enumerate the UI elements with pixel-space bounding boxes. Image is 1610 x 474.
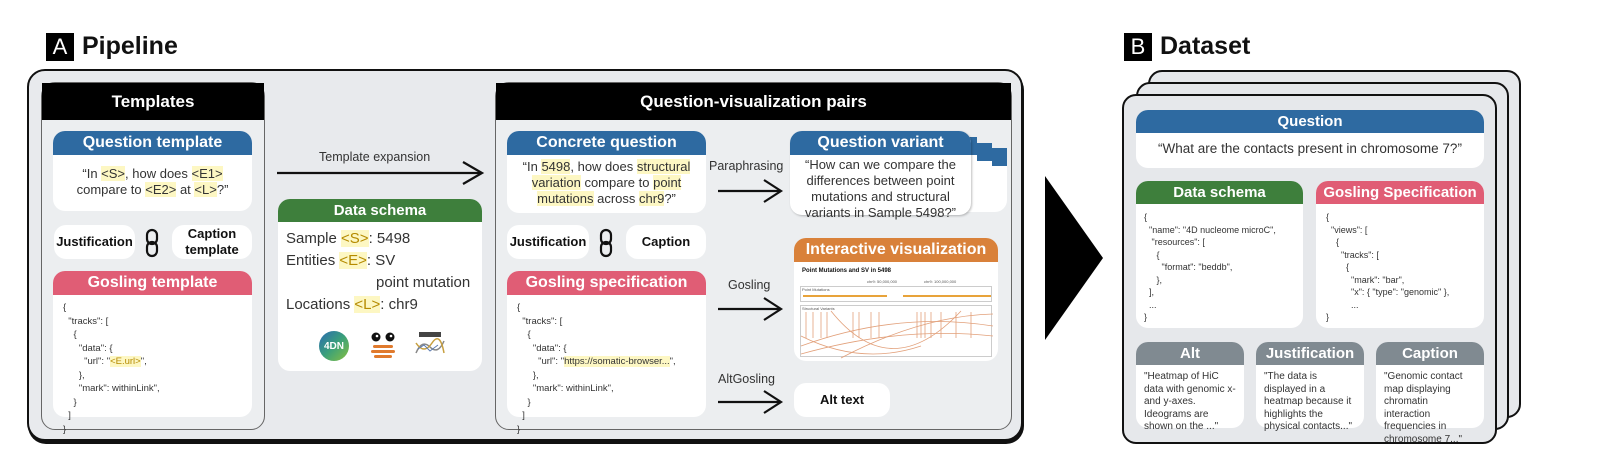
pipeline-title: Pipeline — [82, 32, 178, 60]
gosling-spec-header: Gosling specification — [507, 271, 706, 295]
pipeline-section-title: A Pipeline — [46, 32, 178, 61]
gosling-label: Gosling — [728, 278, 771, 292]
dataset-question-text: “What are the contacts present in chromo… — [1158, 141, 1462, 156]
dataset-gosling-spec-code: { "views": [ { "tracks": [ { "mark": "ba… — [1326, 212, 1450, 322]
interactive-vis-header: Interactive visualization — [794, 238, 998, 262]
gosling-spec-card: Gosling specification { "tracks": [ { "d… — [507, 271, 706, 435]
dataset-caption-text: "Genomic contact map displaying chromati… — [1384, 371, 1463, 445]
gosling-template-header: Gosling template — [53, 271, 252, 295]
dataset-caption-card: Caption "Genomic contact map displaying … — [1376, 342, 1484, 445]
dataset-justification-text: "The data is displayed in a heatmap beca… — [1264, 371, 1353, 432]
vis-tick-1: chr9: 50,000,000 — [867, 279, 898, 284]
paraphrasing-label: Paraphrasing — [709, 159, 784, 173]
link-icon — [598, 228, 614, 263]
schema-entities-row-2: point mutation — [376, 274, 471, 291]
template-expansion-label: Template expansion — [319, 150, 431, 164]
vis-tick-2: chr9: 100,000,000 — [924, 279, 957, 284]
question-variant-header: Question variant — [790, 131, 971, 155]
dataset-data-schema-code: { "name": "4D nucleome microC", "resourc… — [1144, 212, 1276, 322]
dataset-caption-header: Caption — [1376, 342, 1484, 365]
point-mutations-track: Point Mutations — [800, 286, 992, 302]
dataset-alt-text: "Heatmap of HiC data with genomic x-and … — [1144, 371, 1236, 432]
schema-locations-row: Locations <L>: chr9 — [286, 296, 418, 313]
dataset-question-header: Question — [1136, 110, 1484, 133]
templates-title: Templates — [42, 83, 264, 120]
somatic-browser-logo — [368, 331, 398, 364]
dataset-justification-card: Justification "The data is displayed in … — [1256, 342, 1364, 432]
alt-text-pill: Alt text — [794, 383, 890, 417]
mutation-band-2 — [903, 295, 991, 297]
encode-logo — [414, 331, 446, 362]
altgosling-arrow-icon — [718, 389, 784, 420]
caption-pill: Caption — [626, 225, 706, 259]
altgosling-label: AltGosling — [718, 372, 775, 386]
question-variant-card: Question variant “How can we compare the… — [790, 131, 971, 220]
dataset-question-card: Question “What are the contacts present … — [1136, 110, 1484, 168]
gosling-template-card: Gosling template { "tracks": [ { "data":… — [53, 271, 252, 435]
qv-pairs-title: Question-visualization pairs — [496, 83, 1011, 120]
gosling-template-code: { "tracks": [ { "data": { "url": "<E.url… — [63, 302, 160, 435]
schema-sample-row: Sample <S>: 5498 — [286, 230, 411, 247]
dataset-title: Dataset — [1160, 32, 1251, 60]
pipeline-to-dataset-arrow-icon — [1043, 176, 1105, 345]
structural-variants-track: Structural Variants — [800, 305, 994, 359]
sv-arcs — [800, 310, 994, 359]
gosling-arrow-icon — [718, 296, 784, 327]
gosling-spec-code: { "tracks": [ { "data": { "url": "https:… — [517, 302, 676, 435]
question-template-text: “In <S>, how does <E1> compare to <E2> a… — [76, 166, 229, 197]
dataset-gosling-spec-card: Gosling Specification { "views": [ { "tr… — [1316, 181, 1484, 328]
schema-entities-row: Entities <E>: SV — [286, 252, 396, 269]
dataset-alt-header: Alt — [1136, 342, 1244, 365]
link-icon — [144, 228, 160, 263]
caption-template-pill: Caption template — [172, 225, 252, 259]
dataset-justification-header: Justification — [1256, 342, 1364, 365]
paraphrasing-arrow-icon — [718, 178, 784, 209]
dataset-section-title: B Dataset — [1124, 32, 1250, 61]
section-letter-b: B — [1124, 32, 1152, 61]
concrete-question-header: Concrete question — [507, 131, 706, 155]
section-letter-a: A — [46, 32, 74, 61]
concrete-question-text: “In 5498, how does structural variation … — [522, 159, 691, 206]
justification-template-pill: Justification — [54, 225, 135, 259]
dataset-alt-card: Alt "Heatmap of HiC data with genomic x-… — [1136, 342, 1244, 432]
question-template-card: Question template “In <S>, how does <E1>… — [53, 131, 252, 211]
dataset-data-schema-card: Data schema { "name": "4D nucleome micro… — [1136, 181, 1303, 328]
question-variant-text: “How can we compare the differences betw… — [804, 157, 957, 220]
question-template-header: Question template — [53, 131, 252, 155]
data-schema-body: Sample <S>: 5498 Entities <E>: SV point … — [278, 222, 482, 316]
data-schema-header: Data schema — [278, 199, 482, 222]
concrete-question-card: Concrete question “In 5498, how does str… — [507, 131, 706, 213]
template-expansion-arrow-icon — [277, 160, 487, 191]
mutation-band-1 — [803, 295, 887, 297]
4dn-logo: 4DN — [319, 331, 349, 361]
interactive-vis-card: Interactive visualization Point Mutation… — [794, 238, 998, 361]
dataset-data-schema-header: Data schema — [1136, 181, 1303, 204]
justification-pill: Justification — [507, 225, 589, 259]
vis-chart-title: Point Mutations and SV in 5498 — [802, 268, 892, 274]
dataset-gosling-spec-header: Gosling Specification — [1316, 181, 1484, 204]
data-schema-card: Data schema Sample <S>: 5498 Entities <E… — [278, 199, 482, 371]
